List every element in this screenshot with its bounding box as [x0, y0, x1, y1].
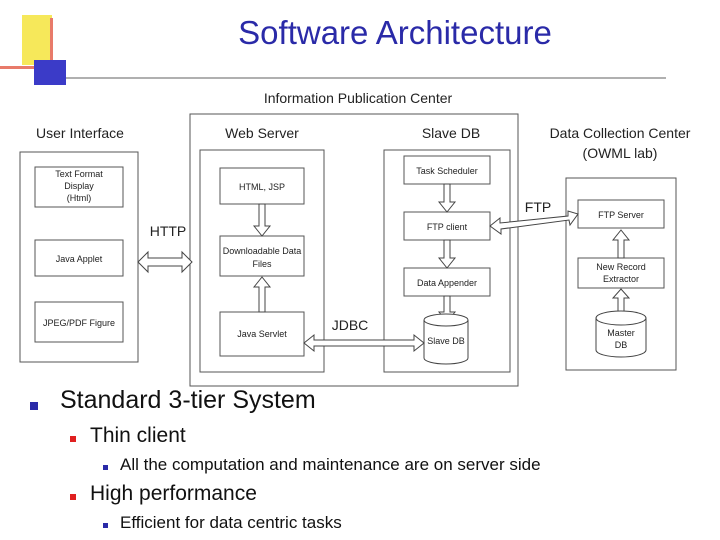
ui-item-text-display-line1: Text Format: [55, 169, 103, 179]
ftp-arrow: [489, 210, 579, 235]
dcc-heading-line1: Data Collection Center: [550, 125, 691, 141]
ui-item-java-applet: Java Applet: [56, 254, 103, 264]
ws-item-html-jsp: HTML, JSP: [239, 182, 285, 192]
slave-db-cylinder-icon: [423, 313, 469, 365]
dcc-master-db-line1: Master: [607, 328, 635, 338]
bullet-marker-high-perf: [70, 494, 76, 500]
decor-red-line-horizontal: [0, 66, 58, 69]
ws-item-java-servlet: Java Servlet: [237, 329, 287, 339]
slave-db-box: [383, 149, 511, 373]
ui-item-box-3: [34, 301, 124, 343]
ui-item-box-2: [34, 239, 124, 277]
ui-item-box-1: [34, 166, 124, 208]
info-center-label: Information Publication Center: [264, 90, 453, 106]
bullet-thin-client: Thin client: [90, 424, 186, 447]
ws-arrow-html-files: [252, 203, 272, 237]
sdb-item-data-appender: Data Appender: [417, 278, 477, 288]
ui-item-text-display-line2: Display: [64, 181, 94, 191]
title-underline: [66, 77, 666, 79]
slide-title: Software Architecture: [238, 14, 552, 51]
architecture-diagram: Information Publication Center User Inte…: [19, 90, 691, 387]
ui-item-text-display-line3: (Html): [67, 193, 92, 203]
http-arrow: [137, 250, 193, 274]
bullet-standard-3-tier: Standard 3-tier System: [60, 386, 316, 414]
sdb-cylinder-label: Slave DB: [427, 336, 465, 346]
decor-blue-square: [34, 60, 66, 85]
dcc-item-ftp-server: FTP Server: [598, 210, 644, 220]
bullet-marker-thin-client: [70, 436, 76, 442]
ftp-label: FTP: [525, 199, 551, 215]
dcc-arrow-db-extractor: [611, 288, 631, 313]
dcc-master-db-line2: DB: [615, 340, 628, 350]
ws-item-box-2: [219, 235, 305, 277]
bullet-marker-thin-detail: [103, 465, 108, 470]
ui-item-jpeg-pdf: JPEG/PDF Figure: [43, 318, 115, 328]
jdbc-label: JDBC: [332, 317, 369, 333]
info-center-box: [189, 113, 519, 387]
dcc-item-new-record-line2: Extractor: [603, 274, 639, 284]
bullet-high-performance-detail: Efficient for data centric tasks: [120, 513, 342, 532]
user-interface-box: [19, 151, 139, 363]
user-interface-heading: User Interface: [36, 125, 124, 141]
dcc-item-new-record-line1: New Record: [596, 262, 646, 272]
sdb-arrow-ftp-appender: [437, 239, 457, 269]
bullet-thin-client-detail: All the computation and maintenance are …: [120, 455, 541, 474]
sdb-item-ftp-client: FTP client: [427, 222, 468, 232]
decor-yellow-square: [22, 15, 52, 65]
web-server-heading: Web Server: [225, 125, 299, 141]
master-db-cylinder-icon: [595, 310, 647, 358]
sdb-arrow-scheduler-ftp: [437, 183, 457, 213]
http-label: HTTP: [150, 223, 187, 239]
bullet-high-performance: High performance: [90, 482, 257, 505]
dcc-box: [565, 177, 677, 371]
ws-item-downloadable-line2: Files: [252, 259, 272, 269]
jdbc-arrow: [303, 333, 425, 353]
sdb-item-task-scheduler: Task Scheduler: [416, 166, 478, 176]
dcc-arrow-extractor-server: [611, 229, 631, 259]
bullet-marker-high-perf-detail: [103, 523, 108, 528]
dcc-heading-line2: (OWML lab): [583, 145, 658, 161]
slave-db-heading: Slave DB: [422, 125, 480, 141]
ws-arrow-servlet-files: [252, 276, 272, 313]
decor-red-line-vertical: [50, 18, 53, 66]
ws-item-downloadable-line1: Downloadable Data: [223, 246, 302, 256]
web-server-box: [199, 149, 325, 373]
bullet-marker-level1: [30, 402, 38, 410]
